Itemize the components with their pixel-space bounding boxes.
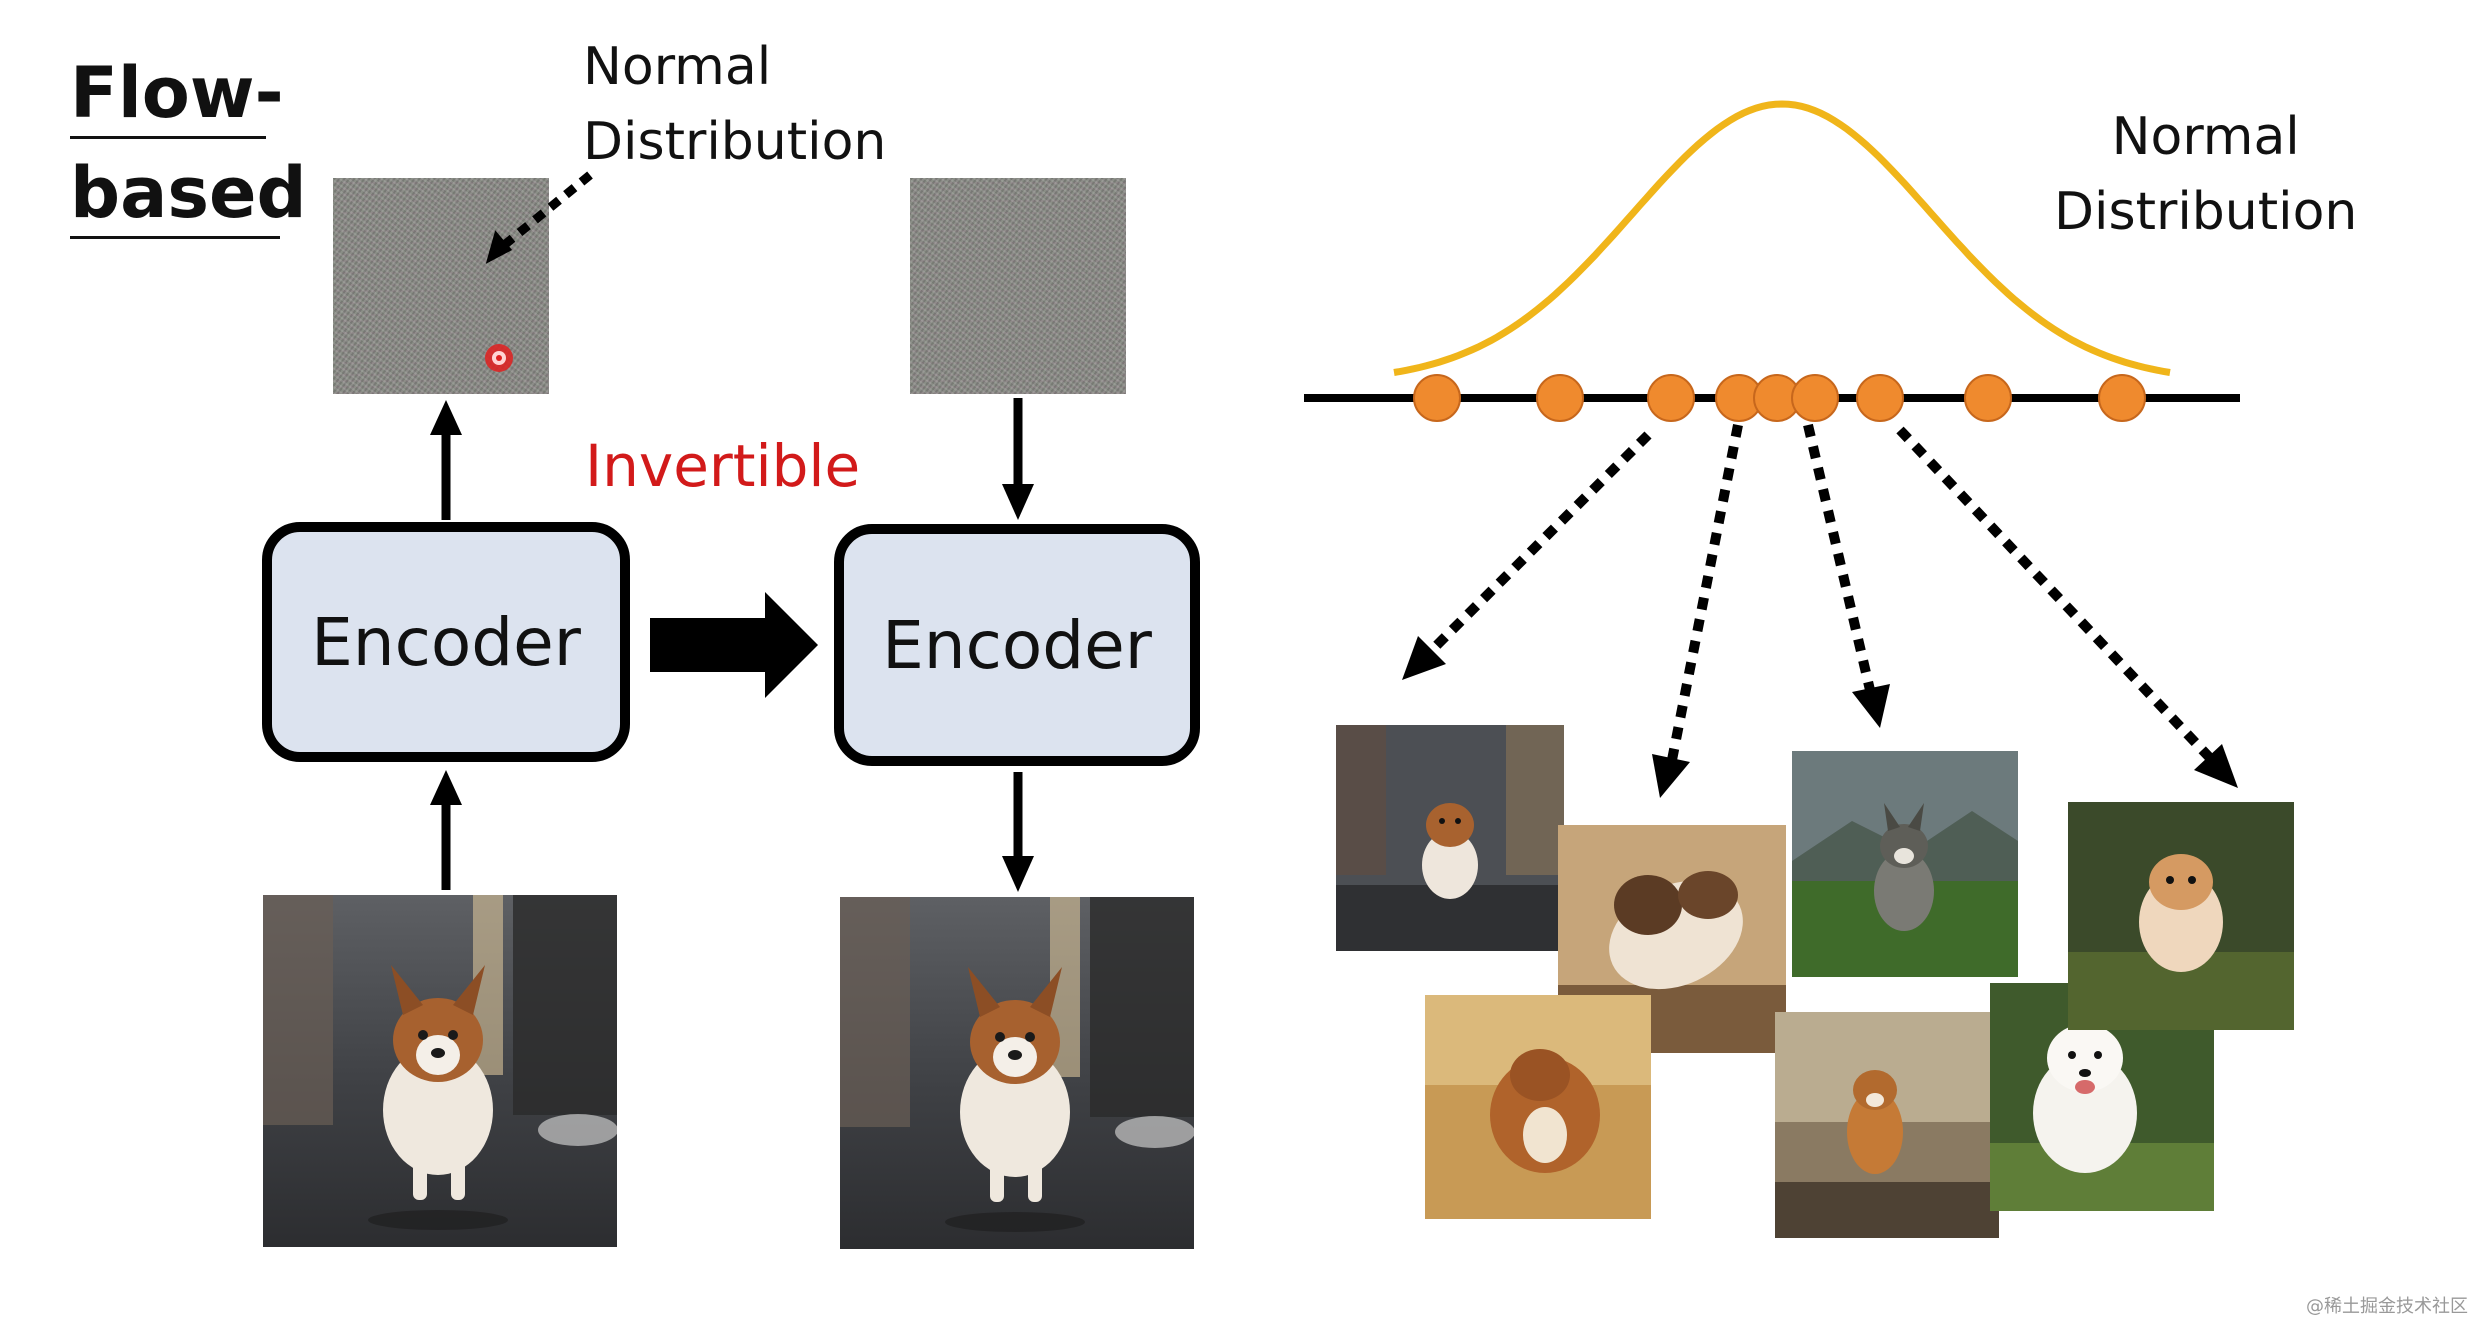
block-arrow-icon (650, 592, 818, 698)
encoder-label-left: Encoder (311, 603, 581, 681)
sample-point (2098, 374, 2146, 422)
normal-distribution-label-right: Normal Distribution (2054, 107, 2358, 243)
dashed-arrow-icon (1896, 426, 2214, 762)
title-line-1: Flow- (70, 52, 284, 134)
title-line-2: based (70, 152, 307, 234)
sample-point (1413, 374, 1461, 422)
noise-image-left (333, 178, 549, 394)
arrow-down-to-image-head (1002, 856, 1034, 892)
generated-image-5 (1425, 995, 1651, 1219)
sample-point (1964, 374, 2012, 422)
dashed-arrow-head (2194, 744, 2238, 788)
generated-image-6 (1775, 1012, 1999, 1238)
dog-photo-input (263, 895, 617, 1247)
title-underline-2 (70, 236, 280, 239)
normal-distribution-label-left: Normal Distribution (583, 37, 887, 173)
arrow-down-to-encoder-head (1002, 484, 1034, 520)
generated-image-1 (1336, 725, 1564, 951)
sample-point (1715, 374, 1763, 422)
sample-point (1536, 374, 1584, 422)
sample-point (1856, 374, 1904, 422)
sample-points (1413, 374, 2146, 422)
noise-image-right (910, 178, 1126, 394)
sample-point (1647, 374, 1695, 422)
dashed-arrow-head (1652, 754, 1690, 798)
dashed-arrow-icon (1803, 423, 1875, 692)
encoder-label-right: Encoder (882, 606, 1152, 684)
dashed-arrow-head (1852, 684, 1890, 728)
title-underline-1 (70, 136, 266, 139)
dashed-arrow-icon (1426, 431, 1652, 656)
arrow-up-to-encoder-head (430, 770, 462, 805)
dashed-arrow-icon (1667, 424, 1743, 761)
watermark: @稀土掘金技术社区 (2306, 1296, 2468, 1317)
sample-point (1753, 374, 1801, 422)
dog-photo-output (840, 897, 1194, 1249)
encoder-box-left: Encoder (262, 522, 630, 762)
arrow-up-to-noise-head (430, 400, 462, 435)
invertible-label: Invertible (585, 432, 861, 500)
generated-image-3 (1792, 751, 2018, 977)
dashed-arrow-head (1402, 636, 1446, 680)
generated-image-4-overlay (2068, 802, 2294, 1030)
encoder-box-right: Encoder (834, 524, 1200, 766)
sample-point (1791, 374, 1839, 422)
